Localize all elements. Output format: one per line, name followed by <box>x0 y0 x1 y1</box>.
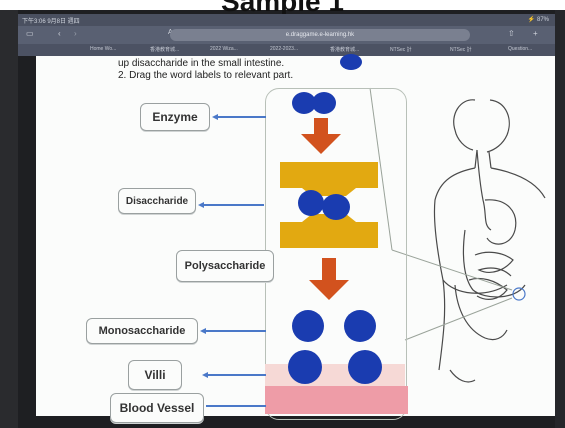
molecule-partial <box>340 54 362 70</box>
disaccharide-molecule-top-left <box>292 92 316 114</box>
status-bar: 下午3:06 9月8日 週四 ⚡ 87% <box>18 14 555 26</box>
monosaccharide-molecule-2 <box>344 310 376 342</box>
instruction-line-1: up disaccharide in the small intestine. <box>118 58 285 69</box>
pointer-line-enzyme <box>216 116 266 118</box>
tab-2022-2023[interactable]: 2022-2023... <box>270 46 299 52</box>
back-icon[interactable]: ‹ <box>58 29 61 38</box>
label-polysaccharide[interactable]: Polysaccharide <box>176 250 274 282</box>
digestive-system-illustration <box>433 99 546 383</box>
tab-hkedcity-2[interactable]: 香港教育城... <box>330 47 360 53</box>
status-time: 下午3:06 9月8日 週四 <box>22 19 80 25</box>
sample-heading: Sample 1 <box>221 0 344 17</box>
disaccharide-molecule-top-right <box>312 92 336 114</box>
tab-ntsec-1[interactable]: NTSec 計 <box>390 47 412 53</box>
arrow-body-2 <box>322 258 336 282</box>
pointer-line-disaccharide <box>202 204 264 206</box>
pointer-line-monosaccharide <box>204 330 266 332</box>
label-disaccharide[interactable]: Disaccharide <box>118 188 196 214</box>
monosaccharide-molecule-3 <box>288 350 322 384</box>
enzyme-bound-molecule-right <box>322 194 350 220</box>
tab-wizard[interactable]: 2022 Wiza... <box>210 46 238 52</box>
arrow-body-1 <box>314 118 328 136</box>
monosaccharide-molecule-4 <box>348 350 382 384</box>
pointer-line-blood-vessel <box>206 405 266 407</box>
instruction-line-2: 2. Drag the word labels to relevant part… <box>118 70 294 81</box>
tablet-right-edge <box>555 10 565 428</box>
tab-question[interactable]: Question... <box>508 46 533 52</box>
label-blood-vessel[interactable]: Blood Vessel <box>110 393 204 423</box>
new-tab-icon[interactable]: + <box>533 29 538 38</box>
forward-icon[interactable]: › <box>74 29 77 38</box>
monosaccharide-molecule-1 <box>292 310 324 342</box>
pointer-arrowhead-monosaccharide <box>200 327 206 334</box>
sidebar-icon[interactable]: ▭ <box>26 29 34 38</box>
enzyme-bound-molecule-left <box>298 190 324 216</box>
blood-vessel-band <box>265 386 408 414</box>
pointer-arrowhead-enzyme <box>212 113 218 120</box>
tablet-left-edge <box>0 10 18 428</box>
villi-band <box>265 364 405 386</box>
share-icon[interactable]: ⇧ <box>508 29 515 38</box>
label-enzyme[interactable]: Enzyme <box>140 103 210 131</box>
arrow-down-icon <box>301 134 341 154</box>
tab-ntsec-2[interactable]: NTSec 計 <box>450 47 472 53</box>
pointer-arrowhead-disaccharide <box>198 201 204 208</box>
url-field[interactable]: e.draggame.e-learning.hk <box>170 29 470 41</box>
tab-hkedcity[interactable]: 香港教育城... <box>150 47 180 53</box>
head-outline <box>453 99 476 151</box>
status-battery: ⚡ 87% <box>527 17 549 23</box>
label-monosaccharide[interactable]: Monosaccharide <box>86 318 198 344</box>
tab-home[interactable]: Home Wo... <box>90 46 117 52</box>
arrow-down-icon-2 <box>309 280 349 300</box>
label-villi[interactable]: Villi <box>128 360 182 390</box>
pointer-arrowhead-villi <box>202 371 208 378</box>
pointer-line-villi <box>206 374 266 376</box>
zoom-circle <box>512 287 526 301</box>
tabs-bar: Home Wo... 香港教育城... 2022 Wiza... 2022-20… <box>18 44 555 56</box>
